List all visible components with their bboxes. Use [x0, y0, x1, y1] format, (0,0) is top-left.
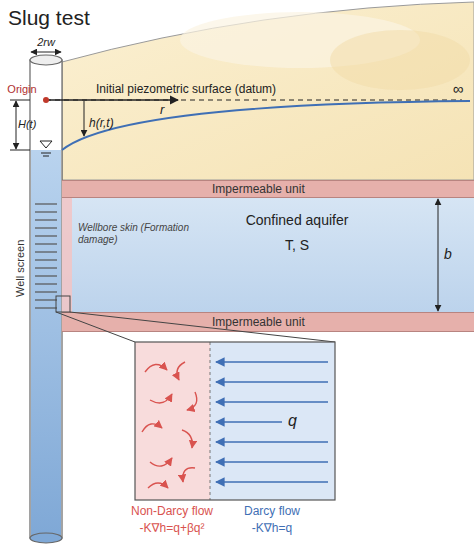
well-casing — [30, 60, 62, 538]
darcy-arrows — [216, 362, 328, 482]
eddy-arrow — [177, 362, 185, 380]
well-water — [31, 150, 61, 538]
radial-axis-arrow — [46, 99, 178, 100]
flow-arrow — [216, 441, 328, 443]
screen-slot — [35, 227, 57, 228]
screen-slot — [35, 219, 57, 220]
flux-label: q — [288, 412, 297, 430]
screen-slot — [35, 275, 57, 276]
drawdown-arrow — [84, 101, 85, 136]
head-tick — [10, 150, 30, 151]
screen-slot — [35, 203, 57, 204]
eddy-arrow — [183, 468, 195, 482]
diagram-title: Slug test — [8, 6, 90, 30]
eddy-arrow — [145, 364, 167, 372]
eddy-arrow — [150, 394, 172, 403]
screen-slot — [35, 211, 57, 212]
datum-line — [46, 100, 462, 101]
flow-arrow — [216, 481, 328, 483]
flow-regime-label: Non-Darcy flow — [112, 505, 232, 519]
head-arrow — [16, 101, 17, 149]
eddy-arrow — [142, 424, 162, 432]
flow-arrow — [216, 401, 328, 403]
dimension-label: 2rw — [28, 36, 64, 49]
impermeable-band: Impermeable unit — [62, 312, 474, 332]
flow-regime-label: Darcy flow — [222, 505, 322, 519]
head-label: H(t) — [18, 118, 36, 131]
well-top — [30, 55, 62, 65]
upper-zone — [62, 2, 474, 180]
flow-equation: -K∇h=q+βq² — [112, 522, 232, 536]
darcy-zone — [210, 342, 335, 500]
water-level-tick — [43, 156, 49, 157]
head-tick — [10, 100, 30, 101]
node-text: T, S — [212, 237, 382, 254]
origin-label: Origin — [0, 83, 44, 96]
eddy-arrow — [182, 430, 192, 448]
screen-label: Well screen — [14, 218, 27, 318]
node-text: Confined aquifer — [212, 212, 382, 229]
screen-slot — [35, 283, 57, 284]
impermeable-band: Impermeable unit — [62, 180, 474, 198]
diameter-arrow — [31, 52, 61, 53]
drawdown-label: h(r,t) — [89, 117, 114, 131]
zone-boundary — [210, 342, 211, 500]
eddy-arrow — [187, 392, 197, 410]
screen-slot — [35, 299, 57, 300]
screen-slot — [35, 267, 57, 268]
screen-slot — [35, 243, 57, 244]
thickness-label: b — [444, 246, 452, 262]
screen-slot — [35, 291, 57, 292]
flow-arrow — [216, 421, 282, 423]
non-darcy-zone — [135, 342, 210, 500]
screen-slot — [35, 259, 57, 260]
screen-slot — [35, 251, 57, 252]
surface-shade — [330, 30, 470, 90]
eddy-arrow — [150, 458, 172, 466]
water-level-tick — [41, 153, 51, 154]
well-bottom — [30, 533, 62, 543]
zoom-box — [135, 342, 335, 500]
aquifer-band: Confined aquifer T, S — [62, 198, 474, 312]
axis-label: r — [160, 103, 164, 118]
head-curve — [62, 101, 470, 150]
water-level-symbol — [40, 141, 52, 148]
origin-dot — [43, 97, 49, 103]
datum-label: Initial piezometric surface (datum) — [96, 83, 276, 97]
screen-slot — [35, 307, 57, 308]
flow-arrow — [216, 461, 328, 463]
flow-equation: -K∇h=q — [222, 522, 322, 536]
node-text: Impermeable unit — [212, 182, 474, 196]
screen-slots — [35, 204, 57, 308]
infinity-symbol: ∞ — [448, 80, 468, 97]
eddy-arrow — [148, 483, 168, 488]
flow-arrow — [216, 361, 328, 363]
node-text: Impermeable unit — [212, 315, 474, 329]
screen-slot — [35, 235, 57, 236]
non-darcy-arrows — [142, 362, 197, 488]
flow-arrow — [216, 381, 328, 383]
skin-label: Wellbore skin (Formation damage) — [78, 222, 190, 245]
